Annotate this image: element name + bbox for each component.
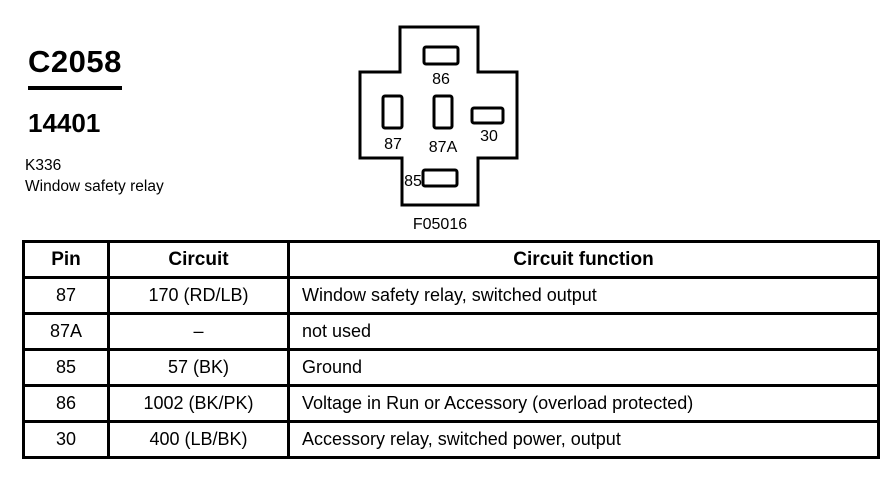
table-row: 86 1002 (BK/PK) Voltage in Run or Access…	[22, 384, 880, 423]
pin-slot-87	[381, 94, 404, 130]
part-number-heading: 14401	[28, 108, 101, 138]
table-row: 87A – not used	[22, 312, 880, 351]
circuit-cell: –	[107, 312, 290, 351]
circuit-cell: 1002 (BK/PK)	[107, 384, 290, 423]
circuit-function-cell: Ground	[287, 348, 880, 387]
col-header-pin: Pin	[22, 240, 110, 279]
table-row: 85 57 (BK) Ground	[22, 348, 880, 387]
circuit-cell: 170 (RD/LB)	[107, 276, 290, 315]
pin-cell: 87	[22, 276, 110, 315]
component-description: K336 Window safety relay	[25, 155, 164, 197]
pin-cell: 85	[22, 348, 110, 387]
circuit-function-cell: not used	[287, 312, 880, 351]
circuit-cell: 400 (LB/BK)	[107, 420, 290, 459]
col-header-circuit: Circuit	[107, 240, 290, 279]
pin-label-86: 86	[432, 71, 450, 88]
pin-circuit-table: Pin Circuit Circuit function 87 170 (RD/…	[22, 240, 880, 459]
pin-slot-86	[422, 45, 460, 66]
figure-label: F05016	[412, 216, 468, 233]
pin-slot-87a	[432, 94, 454, 130]
component-name: Window safety relay	[25, 178, 164, 195]
circuit-cell: 57 (BK)	[107, 348, 290, 387]
table-row: 87 170 (RD/LB) Window safety relay, swit…	[22, 276, 880, 315]
table-row: 30 400 (LB/BK) Accessory relay, switched…	[22, 420, 880, 459]
pin-slot-85	[421, 168, 459, 188]
pin-cell: 86	[22, 384, 110, 423]
pin-label-87: 87	[384, 136, 402, 153]
circuit-function-cell: Window safety relay, switched output	[287, 276, 880, 315]
relay-connector-diagram: 86 87 87A 30 85	[358, 25, 519, 207]
pin-label-85: 85	[404, 173, 422, 190]
table-header-row: Pin Circuit Circuit function	[22, 240, 880, 279]
circuit-function-cell: Voltage in Run or Accessory (overload pr…	[287, 384, 880, 423]
component-code: K336	[25, 157, 62, 174]
connector-id-heading: C2058	[28, 46, 122, 90]
pin-label-30: 30	[480, 128, 498, 145]
pin-label-87a: 87A	[429, 139, 458, 156]
col-header-circuit-function: Circuit function	[287, 240, 880, 279]
pin-cell: 87A	[22, 312, 110, 351]
circuit-function-cell: Accessory relay, switched power, output	[287, 420, 880, 459]
pin-cell: 30	[22, 420, 110, 459]
connector-outline	[358, 25, 519, 207]
pin-slot-30	[470, 106, 505, 125]
